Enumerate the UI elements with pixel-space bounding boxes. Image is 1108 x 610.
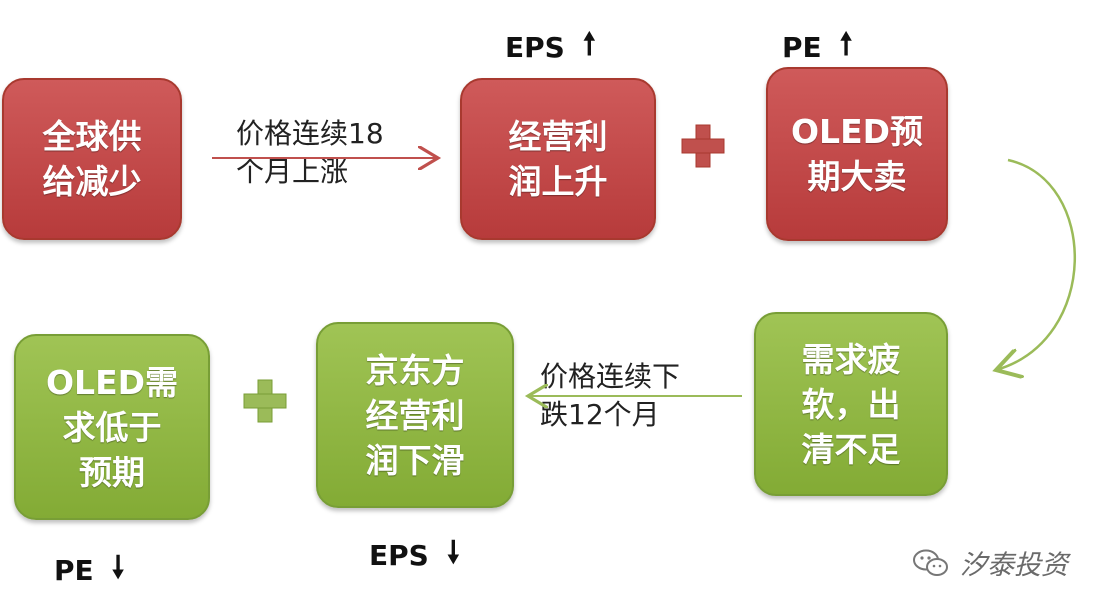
box-demand-weak-text: 需求疲 软，出 清不足 [801,339,901,469]
box-global-supply-down-text: 全球供 给减少 [42,117,142,201]
plus-icon-green [243,379,287,423]
label-price-rise-18-months: 价格连续18 个月上涨 [236,117,384,188]
arrow-curve-oled-to-demand [996,158,1076,370]
eps-down-indicator: EPS 🠗 [369,530,460,581]
eps-up-label: EPS [505,31,565,64]
box-operating-profit-up-text: 经营利 润上升 [508,117,608,201]
watermark: 汐泰投资 [912,543,1068,582]
arrow-down-icon: 🠗 [111,550,125,585]
box-boe-profit-down: 京东方 经营利 润下滑 [316,322,514,508]
eps-down-label: EPS [369,539,429,572]
box-demand-weak: 需求疲 软，出 清不足 [754,312,948,496]
eps-up-indicator: EPS 🠕 [505,22,596,73]
arrow-down-icon: 🠗 [446,535,460,570]
box-operating-profit-up: 经营利 润上升 [460,78,656,240]
pe-down-label: PE [54,554,94,587]
pe-up-indicator: PE 🠕 [782,22,853,73]
label-price-fall-12-months: 价格连续下 跌12个月 [540,360,681,431]
pe-down-indicator: PE 🠗 [54,545,125,596]
box-oled-expected-sales-text: OLED预 期大卖 [790,112,924,196]
pe-up-label: PE [782,31,822,64]
wechat-icon [913,549,948,576]
arrow-up-icon: 🠕 [839,27,853,62]
plus-icon-red [681,124,725,168]
box-oled-demand-below: OLED需 求低于 预期 [14,334,210,520]
watermark-text: 汐泰投资 [960,550,1068,581]
arrow-up-icon: 🠕 [582,27,596,62]
box-global-supply-down: 全球供 给减少 [2,78,182,240]
box-oled-demand-below-text: OLED需 求低于 预期 [45,362,179,492]
box-oled-expected-sales: OLED预 期大卖 [766,67,948,241]
box-boe-profit-down-text: 京东方 经营利 润下滑 [365,350,465,480]
